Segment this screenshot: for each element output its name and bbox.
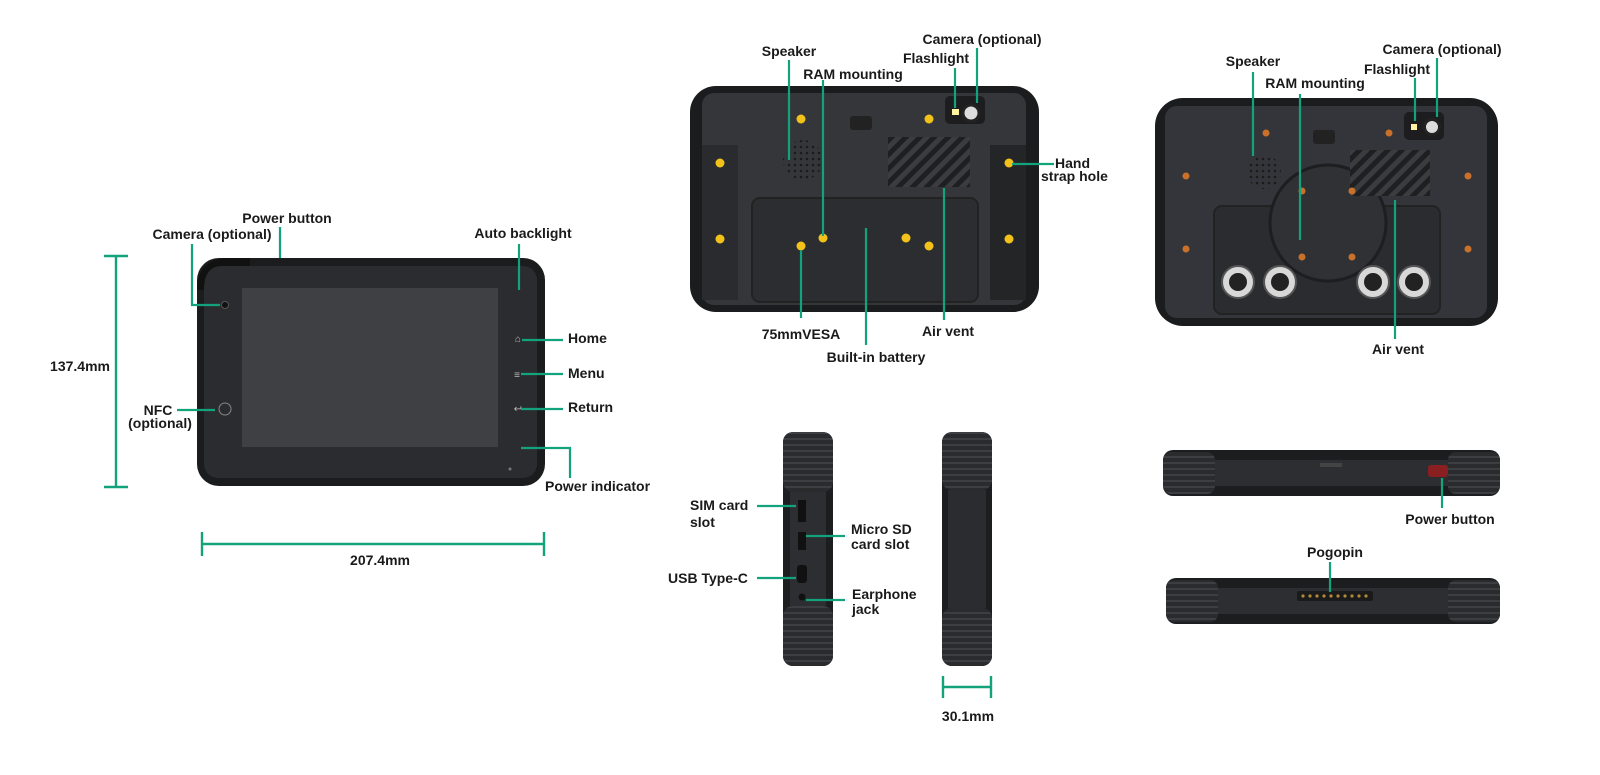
label-built-in-battery: Built-in battery bbox=[826, 349, 926, 365]
label-nfc-optional: (optional) bbox=[128, 415, 192, 431]
label-hand-strap: Hand bbox=[1055, 155, 1090, 171]
menu-icon: ≡ bbox=[514, 370, 520, 381]
flashlight-icon-2 bbox=[1411, 124, 1417, 130]
air-vent-grill bbox=[888, 137, 970, 187]
label-earphone: Earphone bbox=[852, 586, 917, 602]
label-home: Home bbox=[568, 330, 607, 346]
back-camera-icon bbox=[961, 103, 981, 123]
label-camera-optional-2: Camera (optional) bbox=[1382, 41, 1502, 57]
dimension-height: 137.4mm bbox=[50, 358, 110, 374]
back-view-2 bbox=[1155, 98, 1498, 326]
dimension-thickness: 30.1mm bbox=[941, 708, 995, 724]
label-speaker-2: Speaker bbox=[1225, 53, 1281, 69]
back-view-1 bbox=[690, 86, 1039, 312]
label-air-vent-2: Air vent bbox=[1371, 341, 1425, 357]
sim-slot bbox=[798, 500, 806, 522]
edge-view-bottom bbox=[1166, 578, 1500, 624]
label-jack: jack bbox=[852, 601, 880, 617]
label-vesa: 75mmVESA bbox=[761, 326, 841, 342]
speaker-grill bbox=[783, 140, 823, 180]
side-view-plain bbox=[942, 432, 992, 666]
front-camera-icon bbox=[221, 301, 229, 309]
return-icon: ↩ bbox=[514, 404, 522, 415]
nfc-icon bbox=[218, 402, 232, 416]
label-card-slot: card slot bbox=[851, 536, 910, 552]
label-micro-sd: Micro SD bbox=[851, 521, 912, 537]
label-speaker: Speaker bbox=[761, 43, 817, 59]
dimension-width: 207.4mm bbox=[350, 552, 410, 568]
label-ram-mounting: RAM mounting bbox=[803, 66, 903, 82]
label-power-button: Power button bbox=[242, 210, 332, 226]
sd-slot bbox=[798, 532, 806, 550]
pogopin-contacts bbox=[1301, 594, 1368, 598]
air-vent-grill-2 bbox=[1350, 150, 1430, 196]
screw-markers bbox=[715, 114, 1014, 251]
edge-view-top bbox=[1163, 450, 1500, 496]
front-screen bbox=[242, 288, 498, 447]
back-camera-icon-2 bbox=[1423, 118, 1441, 136]
label-sim-card: SIM card bbox=[690, 497, 749, 513]
earphone-jack bbox=[798, 593, 806, 601]
usb-c-port bbox=[797, 565, 807, 583]
speaker-grill-2 bbox=[1247, 155, 1281, 189]
flashlight-icon bbox=[952, 109, 959, 115]
label-nfc: NFC bbox=[143, 402, 173, 418]
label-return: Return bbox=[568, 399, 614, 415]
home-icon: ⌂ bbox=[515, 334, 521, 345]
label-camera-optional: Camera (optional) bbox=[922, 31, 1042, 47]
label-pogopin: Pogopin bbox=[1307, 544, 1363, 560]
label-usb-type-c: USB Type-C bbox=[668, 570, 748, 586]
label-menu: Menu bbox=[568, 365, 605, 381]
label-flashlight-2: Flashlight bbox=[1363, 61, 1431, 77]
label-ram-mounting-2: RAM mounting bbox=[1265, 75, 1365, 91]
label-front-camera: Camera (optional) bbox=[152, 226, 272, 242]
power-button-red bbox=[1428, 465, 1448, 477]
label-hand-strap-hole: strap hole bbox=[1041, 168, 1108, 184]
side-view-ports bbox=[783, 432, 833, 666]
label-power-indicator: Power indicator bbox=[545, 478, 651, 494]
m12-connectors bbox=[1221, 265, 1431, 299]
label-sim-slot: slot bbox=[690, 514, 715, 530]
front-view: ⌂ ≡ ↩ bbox=[197, 258, 545, 486]
label-auto-backlight: Auto backlight bbox=[474, 225, 572, 241]
label-flashlight: Flashlight bbox=[902, 50, 970, 66]
label-power-button-edge: Power button bbox=[1405, 511, 1495, 527]
label-air-vent: Air vent bbox=[921, 323, 975, 339]
power-indicator-led bbox=[508, 467, 512, 471]
